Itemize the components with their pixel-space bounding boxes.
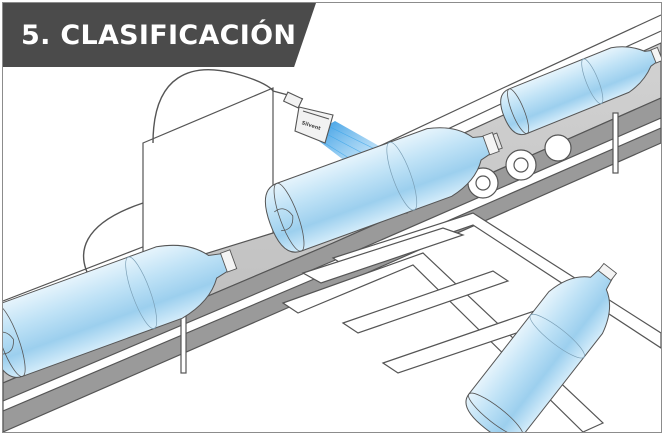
air-nozzle bbox=[282, 91, 334, 144]
step-title: 5. CLASIFICACIÓN bbox=[3, 3, 316, 67]
bottle-rejected bbox=[465, 262, 618, 432]
bottle-upper-right bbox=[500, 46, 661, 136]
reject-chute bbox=[281, 212, 661, 432]
nozzle-brand-label: Silvent bbox=[301, 120, 322, 132]
bottle-center bbox=[264, 127, 503, 253]
valve-panel bbox=[142, 87, 274, 274]
bottle-lower-left bbox=[3, 244, 238, 378]
rollers bbox=[467, 134, 572, 199]
sorting-illustration: Silvent bbox=[3, 14, 661, 432]
